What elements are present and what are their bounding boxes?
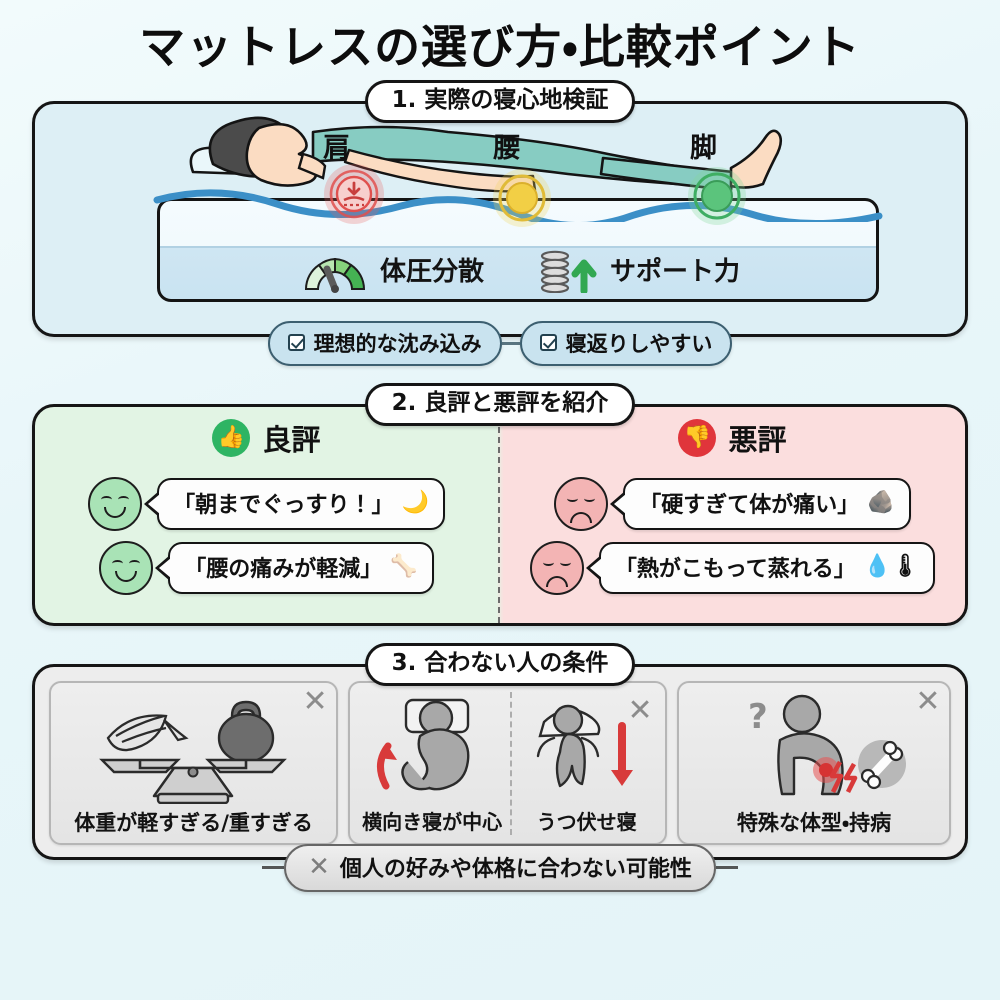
rock-icon: 🪨: [867, 489, 895, 515]
x-icon: ✕: [627, 693, 653, 729]
back-pain-icon: ?: [687, 691, 941, 805]
bad-quote-text: 「熱がこもって蒸れる」: [614, 556, 856, 582]
bed-illustration-stage: 肩 腰 脚: [35, 104, 965, 334]
section2-badge-row: 2. 良評と悪評を紹介: [32, 383, 968, 426]
neg-subcard-prone-sleeper[interactable]: ✕ うつ伏せ寝: [512, 692, 661, 835]
x-icon: ✕: [302, 683, 328, 719]
bubble-tail: [155, 554, 172, 581]
bad-quote-row: 「硬すぎて体が痛い」 🪨: [514, 476, 951, 531]
x-icon: ✕: [915, 683, 941, 719]
crescent-moon-icon: 🌙: [401, 489, 429, 515]
footer-connector-left: [262, 866, 285, 870]
happy-face-icon: [99, 540, 154, 595]
check-pill-label: 理想的な沈み込み: [313, 331, 482, 356]
section3-badge-row: 3. 合わない人の条件: [32, 643, 968, 686]
bubble-tail: [610, 490, 627, 517]
good-quote-bubble: 「朝までぐっすり！」 🌙: [157, 477, 445, 530]
metric-pressure-label: 体圧分散: [379, 257, 484, 288]
check-pill-label: 寝返りしやすい: [565, 331, 713, 356]
good-quote-text: 「朝までぐっすり！」: [173, 492, 394, 518]
mattress-seam: [160, 245, 876, 248]
label-shoulder: 肩: [323, 132, 350, 164]
check-pill-ideal-sink[interactable]: 理想的な沈み込み: [267, 320, 502, 366]
prone-sleeper-icon: [516, 692, 657, 804]
sad-face-icon: [529, 540, 584, 595]
section-reviews: 2. 良評と悪評を紹介 👍 良評 「朝までぐっすり！」 🌙: [32, 383, 968, 626]
section-sleep-test: 1. 実際の寝心地検証: [32, 80, 968, 366]
neg-card-label: 横向き寝が中心: [362, 810, 503, 835]
bad-quote-row: 「熱がこもって蒸れる」 💧🌡: [514, 540, 951, 595]
sad-face-icon: [554, 476, 609, 531]
svg-text:?: ?: [748, 697, 768, 737]
checkbox-icon: [287, 334, 305, 352]
bad-quote-text: 「硬すぎて体が痛い」: [639, 492, 860, 518]
check-pill-easy-turn[interactable]: 寝返りしやすい: [519, 320, 733, 366]
happy-face-icon: [88, 476, 143, 531]
neg-card-weight[interactable]: ✕: [49, 680, 339, 845]
section1-badge-row: 1. 実際の寝心地検証: [32, 80, 968, 123]
bad-reviews-column: 👎 悪評 「硬すぎて体が痛い」 🪨 「熱がこもって蒸れ: [500, 407, 965, 623]
footer-connector-right: [715, 866, 738, 870]
page-title: マットレスの選び方・比較ポイント: [139, 20, 861, 74]
pressure-point-leg-icon: [688, 166, 746, 225]
neg-card-label: 体重が軽すぎる/重すぎる: [74, 810, 313, 835]
spine-icon: 🦴: [390, 553, 418, 579]
good-quote-row: 「腰の痛みが軽減」 🦴: [49, 540, 484, 595]
gauge-icon: [304, 257, 365, 293]
metric-support-label: サポート力: [610, 257, 741, 288]
bubble-tail: [585, 554, 602, 581]
metric-pressure-distribution: 体圧分散: [300, 247, 484, 293]
metric-support: サポート力: [538, 247, 740, 293]
pressure-point-shoulder-icon: [324, 163, 384, 224]
neg-card-special-body[interactable]: ✕ ? 特殊な体型・持病: [677, 680, 951, 845]
thumbs-up-icon: 👍: [212, 418, 251, 457]
section1-badge: 1. 実際の寝心地検証: [364, 80, 636, 123]
section3-panel: ✕: [32, 663, 968, 860]
section1-panel: 肩 腰 脚: [32, 100, 968, 337]
pressure-point-waist-icon: [493, 168, 551, 227]
mattress-sink-wave: [153, 189, 883, 222]
label-waist: 腰: [493, 132, 520, 164]
spring-arrow-icon: [540, 250, 597, 293]
mattress-metrics-row: 体圧分散 サポート力: [175, 247, 865, 293]
bubble-tail: [144, 490, 161, 517]
neg-card-label: 特殊な体型・持病: [736, 810, 892, 835]
footer-warning-label: 個人の好みや体格に合わない可能性: [339, 856, 692, 882]
footer-warning-pill[interactable]: ✕ 個人の好みや体格に合わない可能性: [284, 843, 716, 892]
neg-card-sleep-positions[interactable]: 横向き寝が中心 ✕ うつ伏せ寝: [348, 680, 668, 845]
balance-scale-icon: [59, 691, 328, 805]
good-reviews-column: 👍 良評 「朝までぐっすり！」 🌙 「腰の痛みが軽減」: [35, 406, 500, 623]
humidity-thermometer-icon: 💧🌡: [863, 553, 920, 579]
section-not-suitable: 3. 合わない人の条件 ✕: [32, 643, 968, 892]
bad-reviews-heading: 👎 悪評: [678, 417, 787, 459]
thumbs-down-icon: 👎: [678, 418, 717, 457]
neg-card-label: うつ伏せ寝: [536, 810, 637, 835]
good-quote-bubble: 「腰の痛みが軽減」 🦴: [168, 541, 434, 594]
pill-connector: [501, 341, 520, 345]
section3-footer-row: ✕ 個人の好みや体格に合わない可能性: [32, 843, 968, 892]
bad-quote-bubble: 「硬すぎて体が痛い」 🪨: [623, 477, 911, 530]
x-icon: ✕: [308, 851, 330, 882]
label-leg: 脚: [690, 132, 717, 164]
good-reviews-heading: 👍 良評: [212, 417, 321, 459]
bad-quote-bubble: 「熱がこもって蒸れる」 💧🌡: [598, 541, 936, 594]
section2-panel: 👍 良評 「朝までぐっすり！」 🌙 「腰の痛みが軽減」: [32, 403, 968, 626]
good-quote-text: 「腰の痛みが軽減」: [184, 556, 383, 582]
section3-badge: 3. 合わない人の条件: [364, 643, 636, 686]
bad-reviews-title: 悪評: [728, 422, 787, 457]
good-reviews-title: 良評: [262, 422, 321, 457]
checkbox-icon: [539, 334, 557, 352]
good-quote-row: 「朝までぐっすり！」 🌙: [49, 476, 484, 531]
side-sleeper-icon: [358, 692, 506, 804]
section1-check-pills: 理想的な沈み込み 寝返りしやすい: [32, 320, 968, 366]
section2-badge: 2. 良評と悪評を紹介: [364, 383, 636, 426]
neg-subcard-side-sleeper[interactable]: 横向き寝が中心: [354, 692, 513, 836]
